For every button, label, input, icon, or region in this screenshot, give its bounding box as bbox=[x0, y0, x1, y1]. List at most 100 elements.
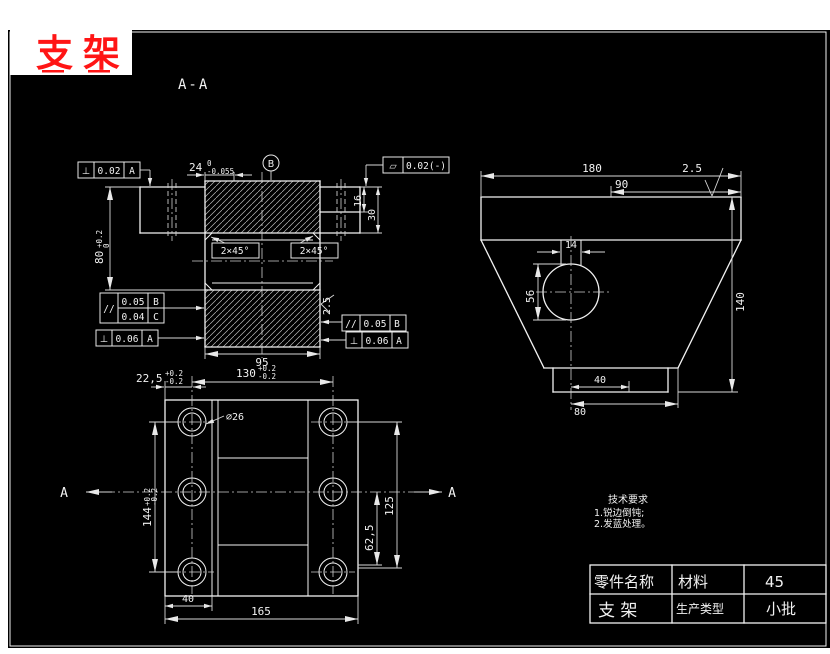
fcf3-symbol: // bbox=[103, 304, 114, 315]
part-name-label: 零件名称 bbox=[594, 573, 654, 591]
datum-b-balloon: B bbox=[262, 154, 280, 180]
fcf3-row2-value: 0.04 bbox=[122, 312, 145, 323]
dim-125: 125 bbox=[347, 421, 402, 569]
fcf6-value: 0.06 bbox=[366, 336, 389, 347]
fcf1-datum: A bbox=[129, 166, 135, 177]
dim-144-value: 144 bbox=[141, 507, 154, 527]
dim-165-value: 165 bbox=[251, 605, 271, 618]
dim-140-value: 140 bbox=[734, 292, 747, 312]
fcf4-value: 0.06 bbox=[116, 334, 139, 345]
dim-144-upper: +0.2 bbox=[143, 488, 152, 506]
dim-80-side: 80 bbox=[571, 368, 679, 418]
bracket-section-outline bbox=[139, 180, 361, 348]
dim-24: 24 0 -0.055 bbox=[187, 159, 252, 181]
title-underline-2 bbox=[88, 70, 110, 73]
dim-22-5-upper: +0.2 bbox=[165, 369, 183, 378]
bottom-view: A A 22,5 +0.2 -0.2 130 +0.2 -0.2 ⌀26 bbox=[60, 364, 456, 624]
chamfer-callout-left: 2×45° bbox=[210, 236, 260, 259]
dim-130-upper: +0.2 bbox=[258, 364, 276, 373]
dim-80-value: 80 bbox=[93, 251, 106, 264]
dim-24-upper: 0 bbox=[207, 159, 212, 168]
dim-90-value: 90 bbox=[615, 178, 628, 191]
tech-requirements-heading: 技术要求 bbox=[608, 493, 648, 506]
section-label: A-A bbox=[178, 77, 209, 93]
base-plate-outline bbox=[164, 399, 359, 597]
dim-62-5-value: 62,5 bbox=[363, 525, 376, 552]
tech-requirements: 技术要求 1.锐边倒钝; 2.发蓝处理。 bbox=[594, 493, 651, 530]
dim-40-side-value: 40 bbox=[594, 375, 606, 386]
cad-black-canvas bbox=[8, 30, 830, 648]
dim-80-lower: 0 bbox=[102, 243, 111, 248]
fcf3-row1-value: 0.05 bbox=[122, 297, 145, 308]
hatch-top-wall bbox=[205, 181, 320, 233]
sheet-frame bbox=[9, 31, 827, 647]
dim-56-value: 56 bbox=[524, 290, 537, 303]
dim-140: 140 bbox=[678, 197, 747, 393]
fcf-flatness-top: ▱ 0.02(-) bbox=[363, 156, 450, 186]
dim-24-lower: -0.055 bbox=[207, 167, 234, 176]
fcf1-value: 0.02 bbox=[98, 166, 121, 177]
dim-22-5-lower: -0.2 bbox=[165, 377, 183, 386]
dim-130-lower: -0.2 bbox=[258, 372, 276, 381]
dim-130-value: 130 bbox=[236, 367, 256, 380]
chamfer-left-text: 2×45° bbox=[221, 246, 250, 257]
chamfer-right-text: 2×45° bbox=[300, 246, 329, 257]
fcf-perpendicularity-top: ⊥ 0.02 A bbox=[77, 161, 153, 186]
production-type-value: 小批 bbox=[766, 600, 796, 618]
dim-90: 90 bbox=[610, 178, 741, 197]
fcf-perpendicularity-right: ⊥ 0.06 A bbox=[321, 331, 409, 349]
dim-180-value: 180 bbox=[582, 162, 602, 175]
dim-24-value: 24 bbox=[189, 161, 203, 174]
fcf5-symbol: // bbox=[345, 319, 356, 330]
dim-30: 30 bbox=[360, 187, 382, 234]
material-label: 材料 bbox=[678, 573, 708, 591]
fcf3-row2-datum: C bbox=[153, 312, 159, 323]
dim-30-value: 30 bbox=[367, 209, 378, 221]
section-mark-left: A bbox=[60, 486, 68, 501]
part-name-value: 支 架 bbox=[598, 601, 637, 621]
fcf2-value: 0.02(-) bbox=[406, 161, 446, 172]
dim-80-section: 80 +0.2 0 bbox=[93, 186, 205, 291]
dim-125-value: 125 bbox=[383, 496, 396, 516]
dim-95-value: 95 bbox=[255, 356, 268, 369]
section-view: 24 0 -0.055 80 +0.2 0 16 bbox=[77, 154, 450, 369]
dim-40-side: 40 bbox=[571, 375, 630, 392]
fcf-perpendicularity-left: ⊥ 0.06 A bbox=[95, 329, 204, 347]
dim-165: 165 bbox=[165, 596, 359, 624]
section-plane-marks: A A bbox=[60, 486, 456, 501]
roughness-side-value: 2.5 bbox=[682, 162, 702, 175]
fcf2-symbol: ▱ bbox=[389, 161, 397, 172]
section-centerlines bbox=[192, 172, 333, 358]
side-centerlines bbox=[536, 236, 612, 410]
material-value: 45 bbox=[765, 573, 784, 591]
fcf4-datum: A bbox=[147, 334, 153, 345]
dim-22-5-value: 22,5 bbox=[136, 372, 163, 385]
fcf6-datum: A bbox=[396, 336, 402, 347]
dim-144: 144 +0.2 -0.2 bbox=[141, 421, 178, 573]
fcf3-row1-datum: B bbox=[153, 297, 159, 308]
title-underline-1 bbox=[42, 70, 64, 73]
hole-callout-text: ⌀26 bbox=[226, 412, 244, 423]
plate-inner-lines bbox=[211, 400, 309, 596]
fcf4-symbol: ⊥ bbox=[100, 334, 108, 345]
title-backdrop bbox=[10, 30, 132, 75]
datum-b-label: B bbox=[268, 159, 275, 170]
dim-56: 56 bbox=[524, 263, 566, 321]
tech-requirements-line1: 1.锐边倒钝; bbox=[594, 507, 644, 519]
fcf-parallelism-right: // 0.05 B bbox=[321, 314, 407, 332]
tech-requirements-line2: 2.发蓝处理。 bbox=[594, 518, 651, 530]
side-view: 180 90 2.5 14 56 bbox=[480, 162, 747, 418]
dim-62-5: 62,5 bbox=[358, 492, 382, 566]
fcf1-symbol: ⊥ bbox=[82, 166, 90, 177]
dim-80-upper: +0.2 bbox=[95, 230, 104, 248]
dim-16-value: 16 bbox=[353, 195, 364, 207]
side-view-outline bbox=[480, 196, 742, 393]
hole-callout: ⌀26 bbox=[205, 412, 244, 425]
drawing-title: 支架 bbox=[36, 32, 120, 75]
hatch-bottom-wall bbox=[205, 290, 320, 347]
section-mark-right: A bbox=[448, 486, 456, 501]
roughness-section: 2.5 bbox=[320, 294, 335, 315]
dim-144-lower: -0.2 bbox=[150, 488, 159, 506]
